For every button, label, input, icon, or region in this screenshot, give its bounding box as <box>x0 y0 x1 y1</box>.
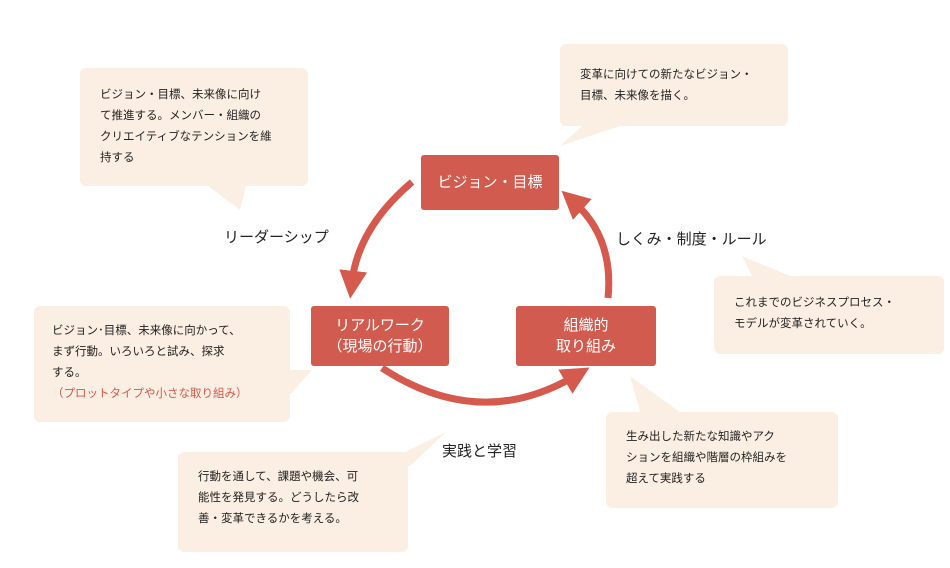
edge-label-system: しくみ・制度・ルール <box>616 230 767 248</box>
bubble-leadership: ビジョン・目標、未来像に向け て推進する。メンバー・組織の クリエイティブなテン… <box>80 68 308 186</box>
bubble-real-work-line: まず行動。いろいろと試み、探求 <box>52 344 225 358</box>
bubble-leadership-line: て推進する。メンバー・組織の <box>100 108 261 122</box>
arrow-real-work-to-org <box>380 365 590 406</box>
node-real-work-label: （現場の行動） <box>327 337 433 355</box>
node-org-label: 組織的 <box>563 316 609 334</box>
bubble-vision-line: 目標、未来像を描く。 <box>580 88 695 102</box>
bubble-practice-line: 能性を発見する。どうしたら改 <box>198 490 359 504</box>
arrow-vision-to-real-work <box>339 179 415 299</box>
bubble-tail-real-work <box>290 370 312 395</box>
node-vision-label: ビジョン・目標 <box>437 173 543 191</box>
edge-label-practice: 実践と学習 <box>442 442 518 460</box>
arrow-org-to-vision <box>561 190 613 299</box>
bubble-system: これまでのビジネスプロセス・ モデルが変革されていく。 <box>714 276 944 354</box>
bubble-tail-org <box>630 376 680 412</box>
bubble-real-work: ビジョン･目標、未来像に向かって、 まず行動。いろいろと試み、探求 する。 （プ… <box>34 306 290 422</box>
node-org: 組織的 取り組み <box>516 306 656 366</box>
bubble-vision: 変革に向けての新たなビジョン・ 目標、未来像を描く。 <box>560 44 788 126</box>
node-real-work-label: リアルワーク <box>335 316 425 334</box>
bubble-tail-leadership <box>208 186 246 210</box>
bubble-org-line: 生み出した新たな知識やアク <box>626 429 775 443</box>
node-vision: ビジョン・目標 <box>421 155 559 210</box>
bubble-vision-line: 変革に向けての新たなビジョン・ <box>580 67 753 81</box>
bubble-org-line: ションを組織や階層の枠組みを <box>626 450 787 464</box>
bubble-real-work-line: する。 <box>52 365 87 379</box>
bubble-leadership-line: クリエイティブなテンションを維 <box>100 129 272 143</box>
node-org-label: 取り組み <box>555 337 616 355</box>
bubble-org-line: 超えて実践する <box>626 471 706 485</box>
bubble-real-work-line: ビジョン･目標、未来像に向かって、 <box>52 323 241 337</box>
bubble-real-work-note: （プロットタイプや小さな取り組み） <box>52 386 248 400</box>
bubble-tail-system <box>742 256 790 276</box>
edge-label-leadership: リーダーシップ <box>224 228 329 246</box>
bubble-system-line: これまでのビジネスプロセス・ <box>734 295 895 309</box>
bubble-practice-line: 行動を通して、課題や機会、可 <box>198 469 359 483</box>
bubble-leadership-line: ビジョン・目標、未来像に向け <box>100 87 261 101</box>
bubble-leadership-line: 持する <box>100 150 135 164</box>
bubble-system-line: モデルが変革されていく。 <box>734 316 872 330</box>
bubble-practice: 行動を通して、課題や機会、可 能性を発見する。どうしたら改 善・変革できるかを考… <box>178 452 408 552</box>
bubble-tail-vision <box>560 126 620 146</box>
bubble-org: 生み出した新たな知識やアク ションを組織や階層の枠組みを 超えて実践する <box>606 412 838 508</box>
bubble-practice-line: 善・変革できるかを考える。 <box>198 511 347 525</box>
node-real-work: リアルワーク （現場の行動） <box>311 306 449 366</box>
